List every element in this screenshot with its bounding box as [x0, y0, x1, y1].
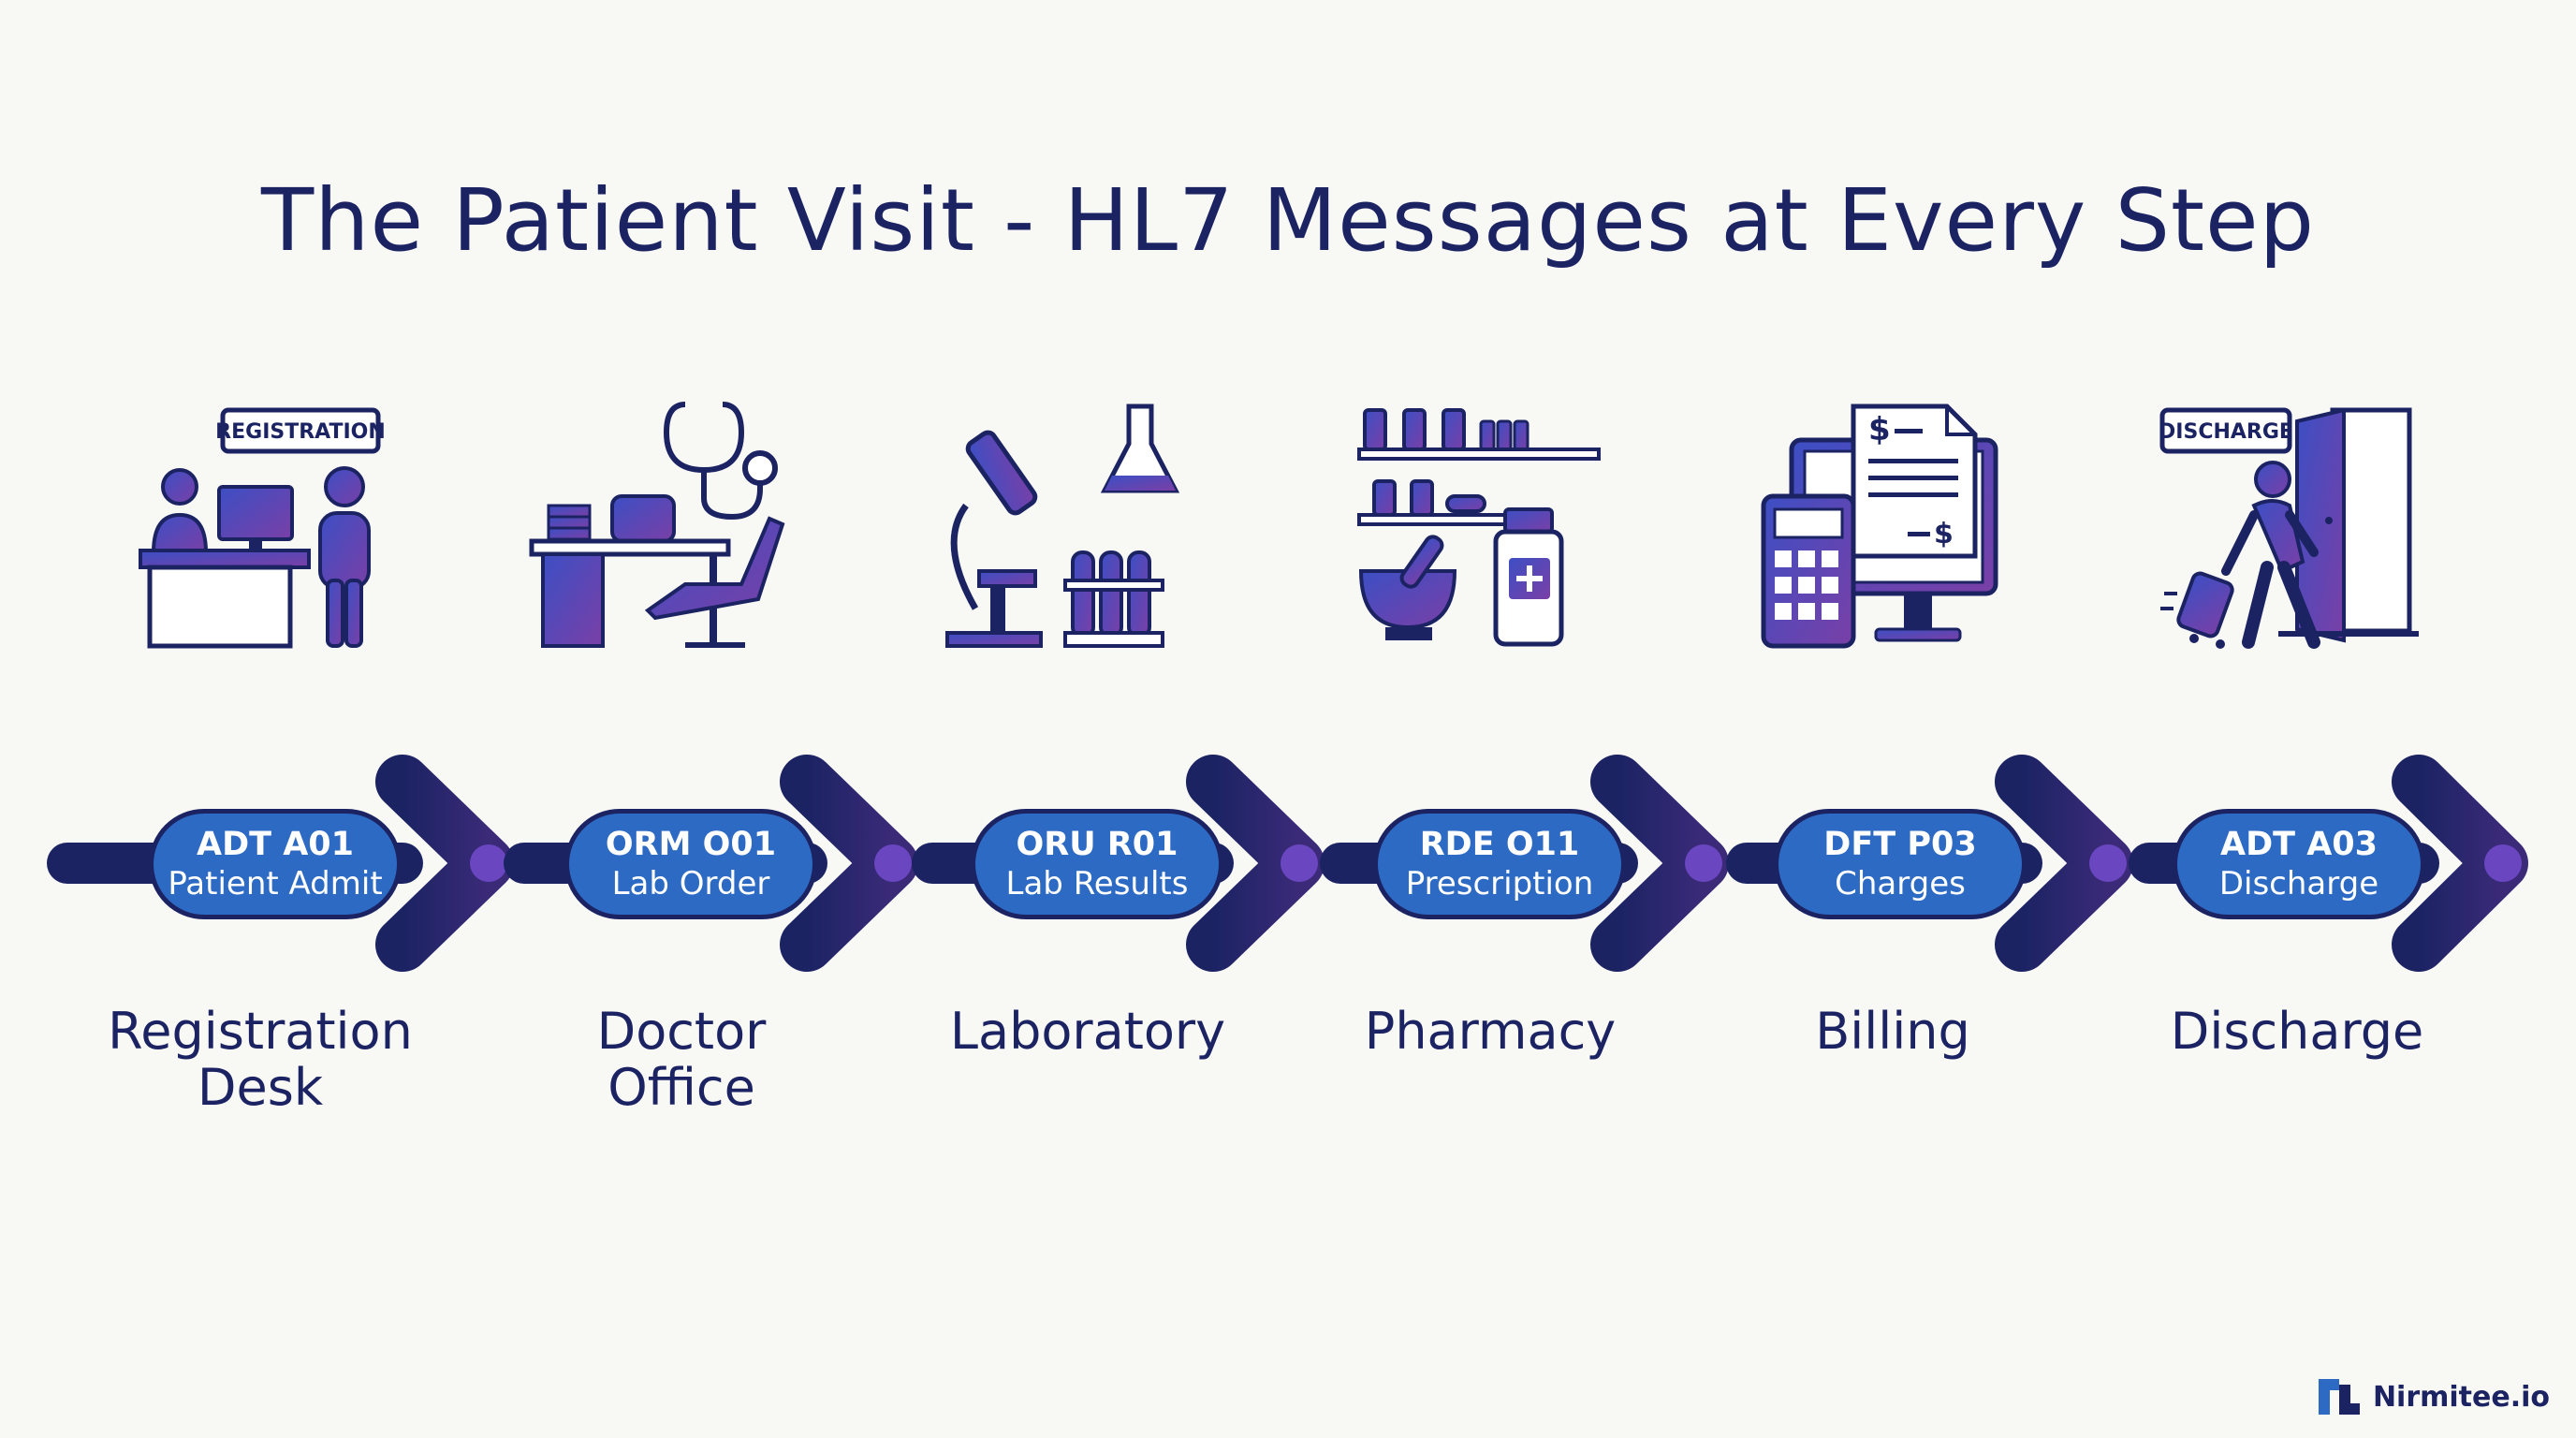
svg-text:REGISTRATION: REGISTRATION: [215, 420, 386, 444]
message-code: ORM O01: [605, 826, 777, 863]
svg-text:$: $: [1868, 411, 1891, 448]
hl7-message-pill-oru-r01: ORU R01 Lab Results: [971, 809, 1223, 919]
message-code: DFT P03: [1823, 826, 1977, 863]
step-label-billing: Billing: [1815, 1002, 1970, 1061]
laboratory-icon: [934, 393, 1215, 655]
brand-name: Nirmitee.io: [2372, 1380, 2550, 1414]
hl7-message-pill-adt-a01: ADT A01 Patient Admit: [149, 809, 402, 919]
registration-desk-icon: REGISTRATION: [122, 393, 402, 655]
message-code: ORU R01: [1016, 826, 1178, 863]
message-name: Patient Admit: [168, 865, 383, 902]
message-code: RDE O11: [1419, 826, 1580, 863]
hl7-message-pill-rde-o11: RDE O11 Prescription: [1373, 809, 1626, 919]
hl7-message-pill-orm-o01: ORM O01 Lab Order: [564, 809, 817, 919]
message-name: Lab Results: [1005, 865, 1189, 902]
message-name: Lab Order: [611, 865, 770, 902]
brand-logo: Nirmitee.io: [2318, 1376, 2550, 1417]
step-label-laboratory: Laboratory: [949, 1002, 1226, 1061]
message-name: Discharge: [2218, 865, 2379, 902]
discharge-icon: DISCHARGE: [2157, 393, 2437, 655]
message-name: Prescription: [1405, 865, 1594, 902]
svg-text:$: $: [1934, 518, 1954, 550]
hl7-message-pill-adt-a03: ADT A03 Discharge: [2173, 809, 2425, 919]
doctor-office-icon: [526, 393, 807, 655]
pharmacy-icon: [1340, 393, 1621, 655]
step-label-doctor-office: Doctor Office: [596, 1002, 767, 1117]
nirmitee-logo-icon: [2318, 1379, 2360, 1415]
step-label-discharge: Discharge: [2170, 1002, 2424, 1061]
svg-text:DISCHARGE: DISCHARGE: [2159, 420, 2293, 444]
page-title: The Patient Visit - HL7 Messages at Ever…: [260, 169, 2316, 271]
step-label-pharmacy: Pharmacy: [1364, 1002, 1617, 1061]
message-code: ADT A01: [197, 826, 354, 863]
billing-icon: $ $: [1750, 393, 2031, 655]
message-name: Charges: [1835, 865, 1966, 902]
message-code: ADT A03: [2220, 826, 2378, 863]
step-label-registration-desk: Registration Desk: [108, 1002, 413, 1117]
hl7-message-pill-dft-p03: DFT P03 Charges: [1774, 809, 2027, 919]
